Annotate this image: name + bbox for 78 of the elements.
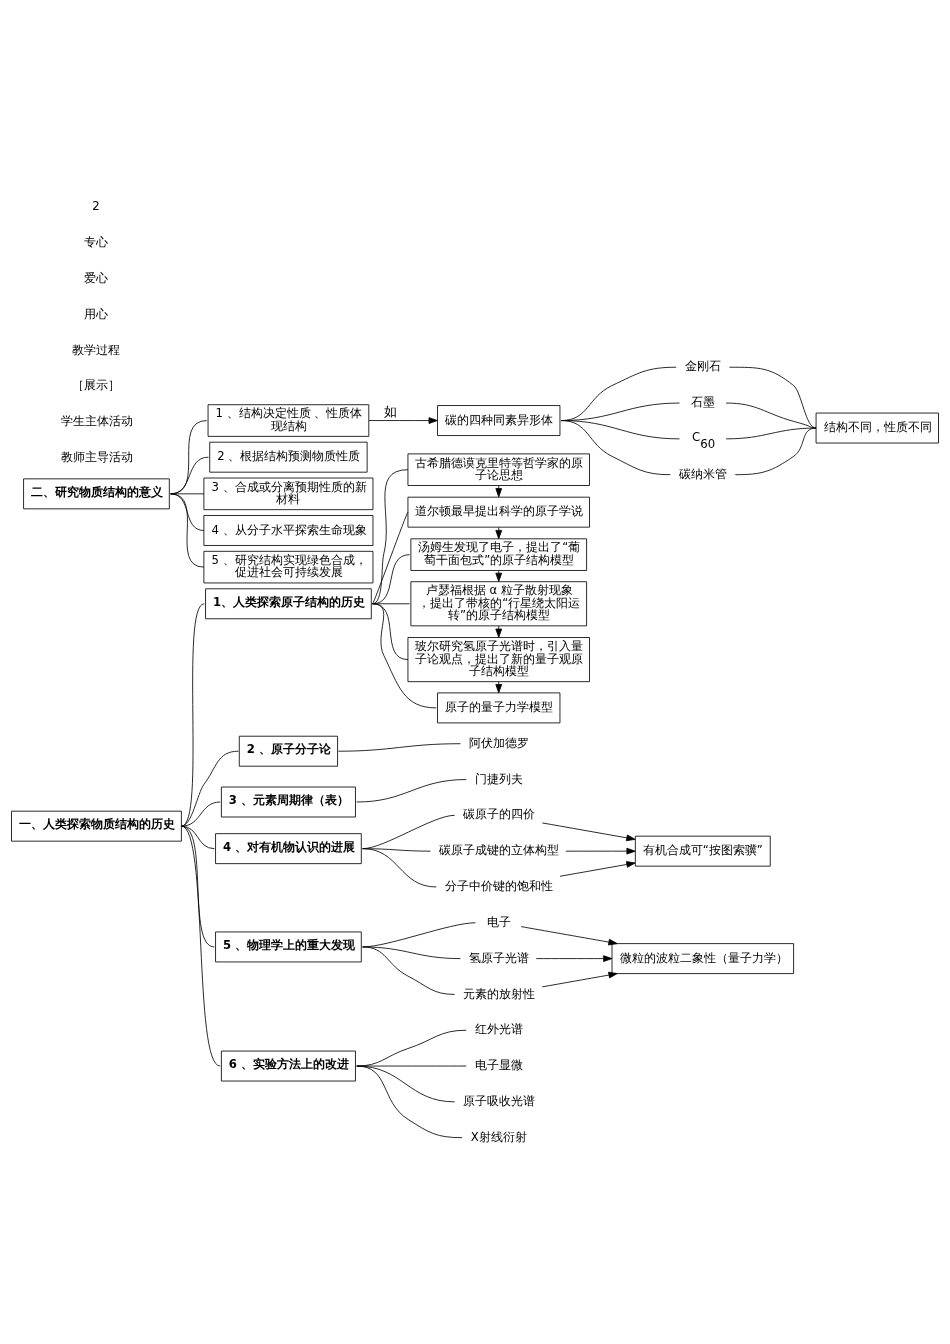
node-box: 原子的量子力学模型 — [437, 692, 561, 723]
connector — [560, 419, 671, 475]
node-text: 门捷列夫 — [474, 771, 523, 786]
node-box: 5 、物理学上的重大发现 — [215, 931, 362, 962]
arrow — [541, 822, 636, 841]
node-text: 碳纳米管 — [678, 466, 727, 481]
connector — [372, 602, 437, 708]
arrow — [520, 925, 618, 945]
node-text: 碳原子的四价 — [462, 806, 535, 821]
node-box: 1 、结构决定性质 、性质体现结构 — [207, 403, 370, 437]
node-box: 玻尔研究氢原子光谱时，引入量子论观点，提出了新的量子观原子结构模型 — [407, 636, 590, 682]
arrow — [541, 971, 618, 987]
label: 教学过程 — [72, 342, 121, 357]
node-text: 氢原子光谱 — [468, 950, 529, 965]
connector — [170, 492, 205, 568]
arrow — [368, 416, 438, 424]
node-box: 微粒的波粒二象性（量子力学） — [611, 942, 794, 974]
node-box: 1、人类探索原子结构的历史 — [205, 587, 372, 619]
connector — [372, 511, 409, 604]
connector — [356, 1029, 467, 1066]
node-text: 元素的放射性 — [462, 986, 535, 1000]
arrow — [495, 526, 503, 539]
connector — [356, 1065, 463, 1138]
node-box: 4 、从分子水平探索生命现象 — [203, 514, 374, 546]
label: 2 — [92, 198, 100, 213]
node-box: 4 、对有机物认识的进展 — [215, 832, 362, 864]
node-box: 结构不同，性质不同 — [815, 412, 939, 443]
arrow — [495, 681, 503, 693]
node-box: 2 、根据结构预测物质性质 — [209, 441, 368, 473]
connector — [181, 750, 239, 827]
node-box: 5 、研究结构实现绿色合成，促进社会可持续发展 — [203, 550, 374, 583]
node-box: 有机合成可“按图索骥” — [634, 835, 771, 867]
connector — [356, 1065, 455, 1102]
connector — [372, 468, 409, 604]
node-box: 2 、原子分子论 — [238, 735, 338, 767]
node-box: 道尔顿最早提出科学的原子学说 — [407, 496, 590, 528]
label: 学生主体活动 — [60, 413, 133, 428]
connector — [734, 427, 817, 475]
arrow — [495, 484, 503, 497]
arrow — [495, 569, 503, 582]
node-text: X射线衍射 — [470, 1129, 527, 1144]
node-box: 碳的四种同素异形体 — [437, 404, 561, 436]
node-box: 一、人类探索物质结构的历史 — [11, 810, 182, 842]
node-text: 红外光谱 — [474, 1021, 523, 1036]
label: 专心 — [84, 234, 109, 249]
connector — [181, 825, 215, 947]
label: 爱心 — [84, 270, 109, 285]
node-text: 碳原子成键的立体构型 — [439, 842, 560, 857]
node-box: 卢瑟福根据 α 粒子散射现象，提出了带核的“行星绕太阳运转”的原子结构模型 — [410, 580, 588, 626]
connector — [356, 1065, 467, 1066]
node-box: 6 、实验方法上的改进 — [220, 1050, 356, 1081]
node-text: 电子 — [486, 914, 511, 929]
node-box: 3 、合成或分离预期性质的新材料 — [203, 477, 374, 510]
arrow — [559, 860, 636, 877]
connector — [362, 946, 455, 995]
node-box: 3 、元素周期律（表） — [220, 786, 356, 817]
node-text: 石墨 — [690, 394, 715, 409]
node-text: 阿伏加德罗 — [468, 735, 529, 750]
label: ［展示］ — [72, 377, 121, 392]
connector — [729, 366, 817, 428]
connector — [356, 778, 467, 802]
node-text: 金刚石 — [684, 358, 721, 373]
label: 教师主导活动 — [60, 449, 133, 464]
connector — [181, 801, 221, 827]
node-box: 二、研究物质结构的意义 — [23, 477, 170, 509]
arrow — [535, 954, 613, 962]
arrow — [565, 847, 636, 854]
node-text: 原子吸收光谱 — [462, 1093, 535, 1108]
node-text: 电子显微 — [474, 1057, 523, 1072]
arrow — [495, 625, 503, 638]
connector — [725, 427, 817, 439]
label: 用心 — [84, 306, 109, 321]
connector — [338, 742, 461, 752]
connector — [362, 847, 437, 887]
node-box: 古希腊德谟克里特等哲学家的原子论思想 — [407, 452, 590, 486]
node-text: 分子中价键的饱和性 — [445, 878, 554, 893]
connector — [181, 825, 221, 1066]
edge-label: 如 — [383, 403, 397, 419]
